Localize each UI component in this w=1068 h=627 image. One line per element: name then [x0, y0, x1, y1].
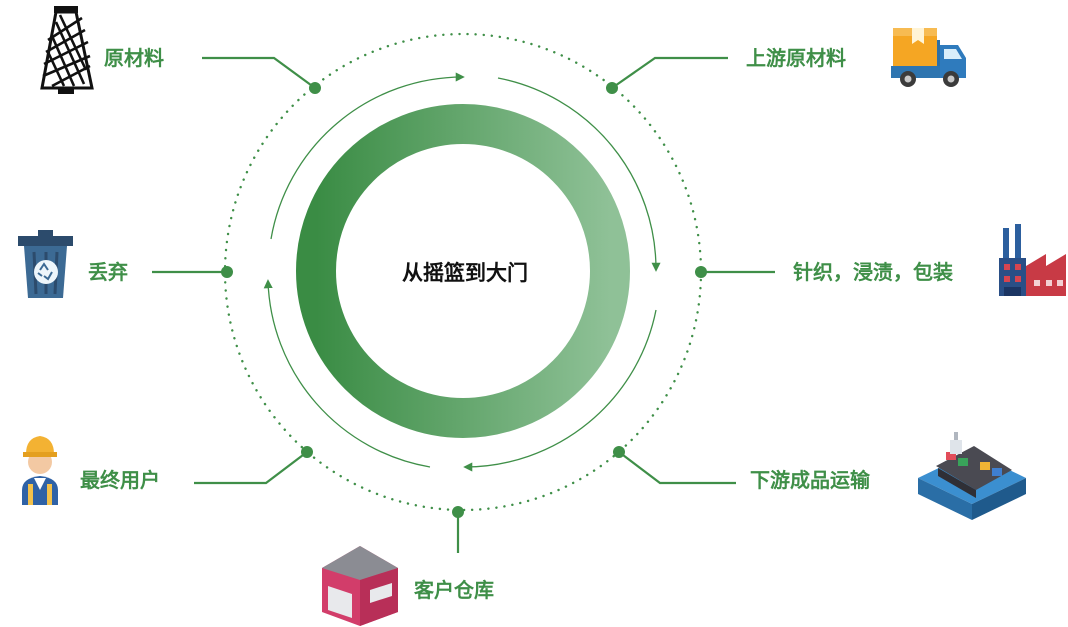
flow-arrows — [263, 72, 661, 472]
label-raw-material: 原材料 — [104, 46, 164, 70]
connector-dots — [221, 82, 707, 518]
label-customer-warehouse: 客户仓库 — [414, 578, 494, 602]
connector-upstream — [611, 56, 728, 89]
flow-arrow-bottom-left — [263, 279, 431, 468]
dot-upstream — [606, 82, 618, 94]
dot-discard — [221, 266, 233, 278]
delivery-truck-icon — [891, 28, 966, 87]
connector-end-user — [194, 451, 308, 485]
main-ring — [296, 104, 630, 438]
flow-arrow-top-left — [270, 72, 465, 240]
connectors — [152, 56, 775, 553]
factory-icon — [999, 224, 1066, 296]
flow-arrow-top-right — [497, 77, 661, 272]
dot-warehouse — [452, 506, 464, 518]
dot-raw-material — [309, 82, 321, 94]
dot-knit — [695, 266, 707, 278]
yarn-cone-icon — [40, 6, 94, 94]
label-end-user: 最终用户 — [80, 468, 160, 492]
dot-end-user — [301, 446, 313, 458]
label-knit-dye-pack: 针织，浸渍，包装 — [793, 260, 953, 284]
connector-raw-material — [202, 56, 316, 89]
warehouse-icon — [322, 546, 398, 626]
connector-downstream — [618, 451, 736, 485]
label-discard: 丢弃 — [88, 260, 128, 284]
label-downstream-transport: 下游成品运输 — [750, 468, 870, 492]
dot-downstream — [613, 446, 625, 458]
label-upstream-raw-material: 上游原材料 — [746, 46, 846, 70]
flow-arrow-bottom-right — [463, 309, 657, 472]
center-title: 从摇篮到大门 — [402, 261, 528, 285]
recycle-bin-icon — [18, 230, 73, 298]
worker-icon — [22, 436, 58, 505]
cargo-ship-icon — [918, 432, 1026, 520]
